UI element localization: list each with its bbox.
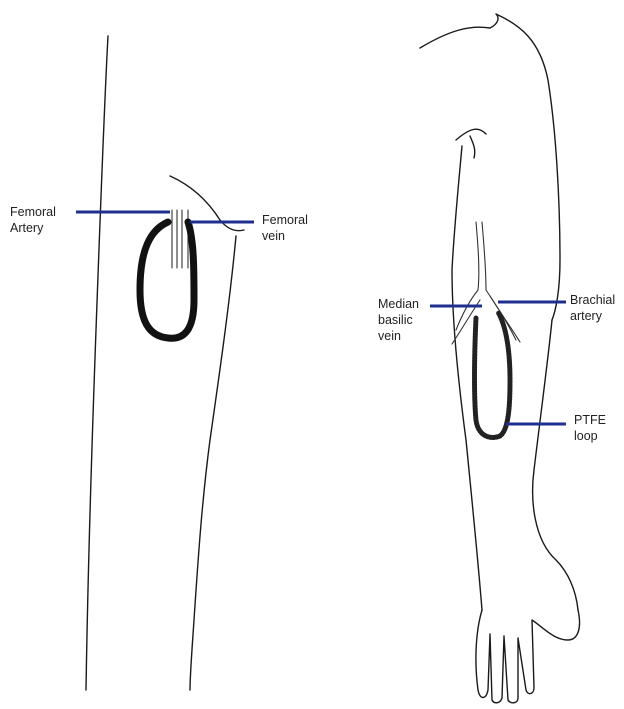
ptfe-graft-loop: [475, 312, 511, 437]
thigh-outline-left: [86, 36, 108, 690]
right-panel-arm: [420, 14, 580, 703]
femoral-artery-vessel: [172, 210, 177, 268]
left-panel-thigh: [76, 36, 254, 690]
label-median-basilic-vein: Median basilic vein: [378, 296, 419, 344]
label-femoral-artery: Femoral Artery: [10, 204, 56, 236]
femoral-graft-loop: [140, 222, 194, 338]
shoulder-outline: [420, 14, 560, 320]
arm-outline-right: [533, 320, 578, 610]
armpit-line: [456, 129, 486, 158]
label-ptfe-loop: PTFE loop: [574, 412, 606, 444]
label-femoral-vein: Femoral vein: [262, 212, 308, 244]
label-brachial-artery: Brachial artery: [570, 292, 615, 324]
hand: [476, 610, 580, 703]
arm-outline-left: [452, 146, 482, 610]
